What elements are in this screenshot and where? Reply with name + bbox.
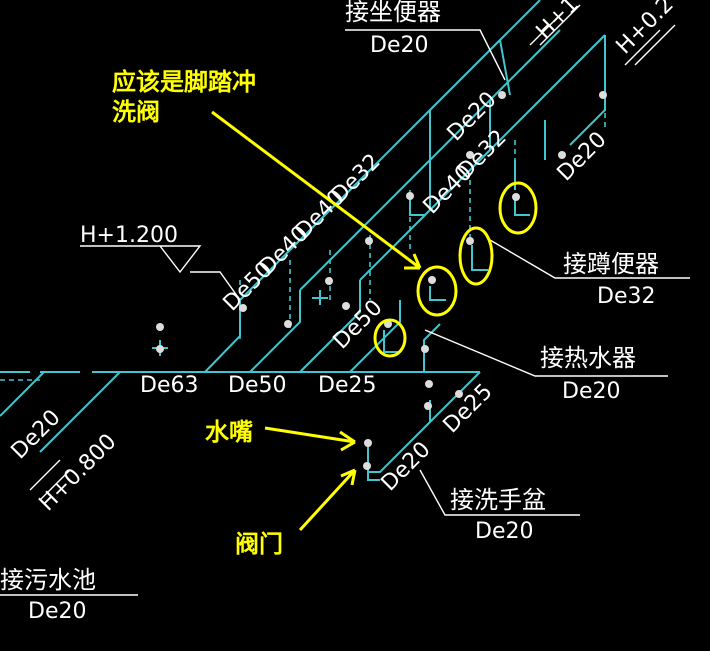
fixture-dot — [365, 237, 373, 245]
heater-branch — [423, 323, 441, 372]
diag-size: De25 — [439, 379, 498, 438]
riser-pipe-3 — [299, 280, 361, 373]
riser-pipe-4 — [349, 300, 401, 373]
basin-leader — [419, 469, 580, 516]
fixture-dot — [325, 277, 333, 285]
mop-size: De20 — [28, 599, 86, 624]
fixture-dot — [406, 192, 414, 200]
flush-valve-note-line1: 应该是脚踏冲 — [112, 68, 256, 96]
fixture-tick-b — [312, 290, 328, 305]
urinal-size: De32 — [597, 284, 655, 309]
fixture-dot — [599, 91, 607, 99]
fixture-dot — [466, 237, 474, 245]
fixture-dot — [428, 276, 436, 284]
fixture-labels: 接坐便器 De20 接蹲便器 De32 接热水器 De20 接洗手盆 De20 … — [0, 0, 659, 624]
fixture-dot — [466, 151, 474, 159]
leader-lines — [0, 4, 690, 596]
diag-trunk — [239, 0, 541, 301]
elevation-top-1: H+1 — [532, 0, 584, 44]
pipe-network — [0, 0, 606, 481]
size-de50: De50 — [228, 373, 286, 398]
faucet-drop — [367, 440, 380, 481]
fixture-dot — [424, 402, 432, 410]
highlight-circle — [458, 226, 494, 286]
fixture-dot — [239, 304, 247, 312]
elevation-top-2: H+0.2 — [612, 0, 679, 59]
fixture-dot — [512, 193, 520, 201]
flush-valve-arrow — [211, 110, 422, 270]
fixture-dot — [421, 345, 429, 353]
fixture-dot — [156, 345, 164, 353]
faucet-arrow — [264, 426, 356, 452]
h-bottom-marker — [29, 459, 71, 501]
fixture-dot — [156, 323, 164, 331]
valve-note: 阀门 — [235, 530, 283, 558]
drop-4 — [569, 75, 606, 146]
heater-label: 接热水器 — [540, 344, 636, 372]
fixture-dot — [425, 380, 433, 388]
urinal-leader — [489, 239, 690, 279]
riser-pipe-2 — [249, 290, 301, 373]
diag-trunk-2 — [299, 29, 561, 291]
valve-arrow — [298, 468, 357, 532]
fixture-dot — [455, 390, 463, 398]
fixture-dot — [363, 462, 371, 470]
fixture-dot — [558, 151, 566, 159]
basin-size: De20 — [475, 519, 533, 544]
fixture-dot — [284, 320, 292, 328]
h-left-leader — [80, 245, 241, 301]
toilet-leader — [345, 29, 506, 81]
highlight-circle — [373, 318, 407, 358]
basin-label: 接洗手盆 — [450, 486, 546, 514]
left-branch-pipe-2 — [39, 371, 150, 453]
fixture-dot — [498, 91, 506, 99]
size-de25: De25 — [318, 373, 376, 398]
review-annotations: 应该是脚踏冲 洗阀 水嘴 阀门 — [112, 68, 538, 558]
fixture-dot — [342, 302, 350, 310]
top-right-marker — [529, 4, 676, 66]
toilet-label: 接坐便器 — [345, 0, 441, 26]
elevation-left: H+1.200 — [80, 223, 178, 248]
diag-size: De32 — [327, 149, 386, 208]
upper-right-pipe — [499, 35, 606, 96]
fixture-tick-f — [514, 200, 530, 216]
fixture-tick-g — [409, 200, 425, 216]
fixture-tick-d — [429, 286, 446, 301]
fixture-points — [156, 91, 607, 470]
mop-label: 接污水池 — [0, 566, 96, 594]
fixture-dot — [364, 439, 372, 447]
fixture-tick-e — [471, 245, 488, 271]
heater-leader — [424, 329, 668, 377]
toilet-size: De20 — [370, 33, 428, 58]
faucet-note: 水嘴 — [205, 418, 253, 446]
heater-size: De20 — [562, 379, 620, 404]
size-de63: De63 — [140, 373, 198, 398]
flush-valve-note-line2: 洗阀 — [112, 98, 160, 126]
highlight-circle — [498, 181, 538, 235]
urinal-label: 接蹲便器 — [563, 250, 659, 278]
fixture-tick-c — [383, 330, 400, 353]
highlight-circle — [416, 265, 458, 317]
left-branch-pipe — [0, 371, 45, 417]
